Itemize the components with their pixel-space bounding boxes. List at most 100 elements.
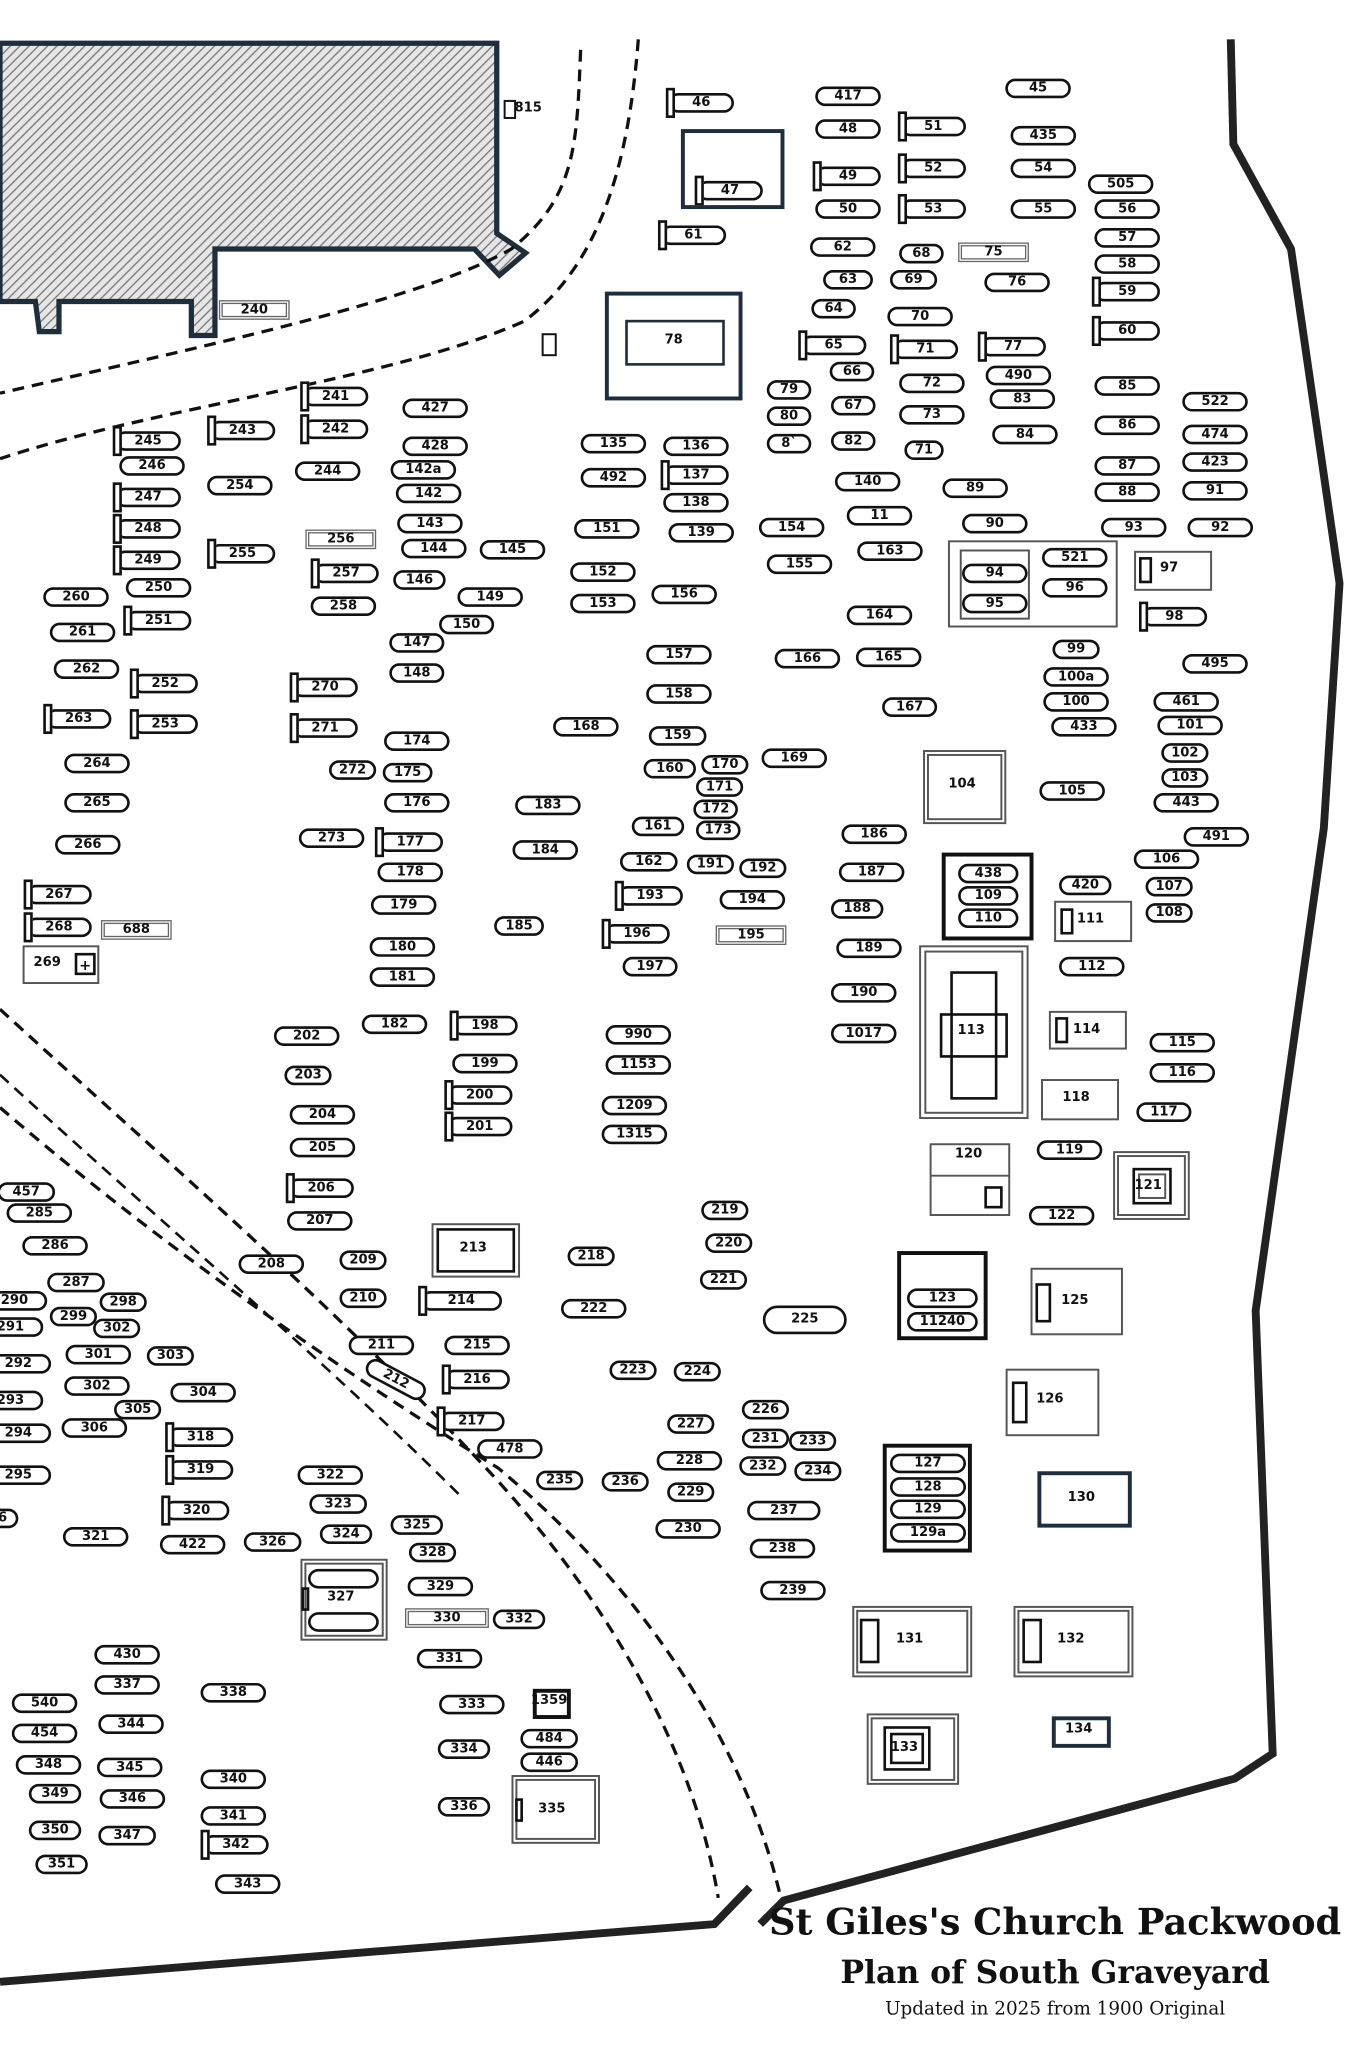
grave-plot: 194 bbox=[719, 889, 786, 909]
grave-plot: 140 bbox=[834, 471, 901, 491]
headstone-icon bbox=[897, 193, 908, 224]
grave-plot: 92 bbox=[1187, 517, 1254, 537]
grave-plot: 209 bbox=[339, 1249, 387, 1270]
plot-number: 304 bbox=[189, 1384, 217, 1400]
plot-number: 247 bbox=[134, 489, 162, 504]
grave-plot: 167 bbox=[882, 696, 938, 717]
plot-number: 125 bbox=[1061, 1293, 1089, 1308]
plot-number: 156 bbox=[670, 586, 698, 601]
headstone-icon bbox=[614, 880, 624, 911]
grave-plot: 106 bbox=[1133, 848, 1200, 869]
plot-number: 346 bbox=[118, 1791, 147, 1806]
headstone-icon bbox=[165, 1454, 175, 1485]
grave-plot: 96 bbox=[1042, 577, 1108, 598]
grave-plot: 1209 bbox=[601, 1095, 668, 1115]
plot-number: 264 bbox=[83, 755, 111, 771]
plot-number: 45 bbox=[1028, 80, 1048, 96]
grave-plot: 108 bbox=[1145, 902, 1193, 923]
grave-plot: 72 bbox=[899, 372, 965, 393]
grave-plot: 815 bbox=[505, 100, 552, 114]
grave-plot: 136 bbox=[663, 435, 729, 456]
plot-number: 73 bbox=[922, 406, 942, 422]
grave-plot: 104 bbox=[938, 777, 985, 791]
grave-plot: 218 bbox=[567, 1245, 615, 1266]
plot-number: 71 bbox=[916, 341, 935, 356]
plot-number: 163 bbox=[876, 543, 904, 558]
grave-plot: 241 bbox=[300, 380, 369, 411]
plot-number: 153 bbox=[589, 595, 617, 611]
grave-plot: 142 bbox=[395, 482, 462, 503]
plot-number: 202 bbox=[293, 1028, 321, 1043]
plot-number: 95 bbox=[985, 595, 1004, 611]
plot-number: 191 bbox=[696, 856, 725, 871]
grave-plot: 63 bbox=[823, 269, 873, 290]
plot-number: 71 bbox=[914, 442, 934, 457]
grave-plot: 261 bbox=[49, 621, 116, 642]
grave-plot: 47 bbox=[694, 174, 763, 206]
grave-plot: 180 bbox=[369, 936, 436, 957]
plot-number: 200 bbox=[466, 1087, 494, 1102]
plot-number: 150 bbox=[452, 616, 481, 632]
grave-plot: 349 bbox=[28, 1783, 82, 1803]
plot-number: 58 bbox=[1118, 256, 1137, 271]
plot-number: 83 bbox=[1013, 391, 1032, 406]
grave-plot: 219 bbox=[701, 1199, 749, 1220]
grave-plot: 334 bbox=[437, 1738, 491, 1759]
plot-number: 1153 bbox=[620, 1057, 657, 1072]
grave-plot: 990 bbox=[605, 1024, 672, 1044]
plot-number: 214 bbox=[447, 1293, 476, 1308]
path-dashed-outer bbox=[0, 39, 640, 461]
grave-plot: 252 bbox=[129, 667, 198, 698]
headstone-icon bbox=[112, 513, 122, 544]
plot-number: 238 bbox=[768, 1540, 797, 1556]
plot-number: 272 bbox=[338, 762, 367, 777]
plot-number: 326 bbox=[258, 1534, 287, 1549]
headstone-icon bbox=[161, 1494, 171, 1525]
plot-number: 210 bbox=[349, 1290, 377, 1305]
plot-number: 158 bbox=[665, 686, 693, 701]
grave-plot: 540 bbox=[11, 1692, 78, 1713]
plot-number: 232 bbox=[749, 1458, 777, 1473]
grave-plot: 112 bbox=[1059, 956, 1125, 976]
grave-plot: 178 bbox=[377, 861, 444, 882]
grave-plot: 246 bbox=[119, 455, 185, 476]
plot-number: 341 bbox=[219, 1808, 247, 1823]
plot-number: 90 bbox=[985, 515, 1004, 531]
grave-plot: 173 bbox=[695, 819, 741, 840]
plot-number: 229 bbox=[677, 1484, 705, 1499]
plot-number: 119 bbox=[1055, 1142, 1084, 1157]
grave-plot: 125 bbox=[1051, 1293, 1098, 1307]
plot-number: 224 bbox=[683, 1363, 711, 1379]
plot-number: 57 bbox=[1118, 230, 1137, 245]
headstone-icon bbox=[444, 1079, 454, 1110]
grave-plot: 97 bbox=[1146, 560, 1193, 574]
grave-plot: 160 bbox=[643, 758, 696, 778]
plot-number: 208 bbox=[257, 1256, 285, 1271]
plot-number: 237 bbox=[770, 1502, 798, 1518]
plot-number: 303 bbox=[156, 1348, 185, 1363]
grave-plot: 121 bbox=[1125, 1178, 1172, 1192]
grave-plot: 435 bbox=[1010, 125, 1077, 145]
plot-number: 121 bbox=[1134, 1177, 1162, 1193]
plot-number: 271 bbox=[311, 720, 339, 735]
grave-plot: 128 bbox=[889, 1476, 966, 1497]
plot-number: 222 bbox=[580, 1300, 608, 1316]
plot-number: 505 bbox=[1106, 176, 1135, 191]
grave-plot: 233 bbox=[789, 1430, 837, 1451]
grave-plot: 198 bbox=[449, 1009, 518, 1041]
plot-number: 99 bbox=[1066, 641, 1086, 657]
plot-number: 107 bbox=[1155, 878, 1183, 894]
map-title: St Giles's Church Packwood bbox=[768, 1900, 1342, 1944]
plot-number: 423 bbox=[1201, 454, 1229, 469]
plot-number: 11 bbox=[870, 507, 889, 523]
grave-plot: 484 bbox=[520, 1728, 579, 1748]
plot-number: 112 bbox=[1078, 958, 1106, 974]
grave-plot: 438 bbox=[958, 863, 1019, 883]
plot-number: 340 bbox=[219, 1771, 247, 1786]
grave-plot: 179 bbox=[370, 894, 437, 915]
grave-plot: 98 bbox=[1138, 600, 1208, 632]
plot-number: 138 bbox=[682, 494, 710, 510]
plot-number: 181 bbox=[388, 969, 417, 984]
grave-plot: 70 bbox=[887, 306, 953, 326]
headstone-icon bbox=[23, 911, 33, 942]
